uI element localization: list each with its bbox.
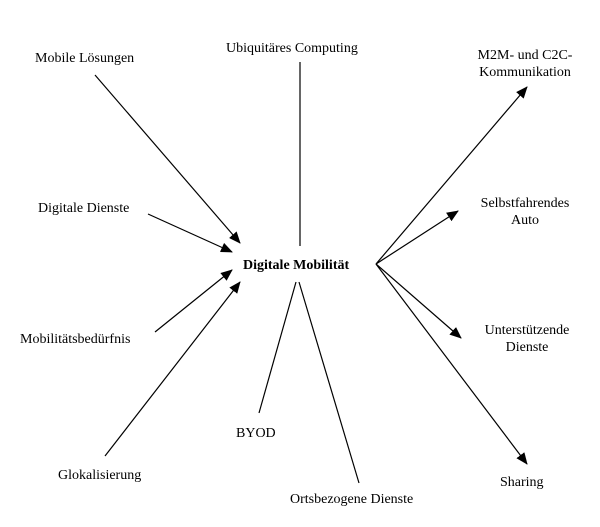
label-auto-line2: Auto bbox=[511, 213, 539, 228]
label-selbstfahrendes-auto: Selbstfahrendes Auto bbox=[470, 195, 580, 229]
label-mobile-loesungen: Mobile Lösungen bbox=[35, 51, 135, 66]
arrow-dienste-to-center bbox=[147, 213, 233, 253]
label-unterstuetzende-dienste: Unterstützende Dienste bbox=[472, 322, 582, 356]
arrow-glokal-to-center bbox=[104, 281, 241, 457]
label-m2m-line1: M2M- und C2C- bbox=[477, 48, 573, 63]
label-ubiquitaeres-computing: Ubiquitäres Computing bbox=[226, 41, 358, 56]
label-mobilitaetsbeduerfnis: Mobilitätsbedürfnis bbox=[20, 332, 131, 347]
label-digitale-dienste: Digitale Dienste bbox=[38, 201, 130, 216]
label-m2m-c2c: M2M- und C2C- Kommunikation bbox=[467, 47, 583, 81]
label-ortsbezogene-dienste: Ortsbezogene Dienste bbox=[290, 492, 414, 507]
line-byod-left bbox=[258, 281, 297, 414]
arrow-bedarf-to-center bbox=[154, 269, 233, 333]
center-label: Digitale Mobilität bbox=[243, 258, 350, 273]
arrow-center-to-m2m bbox=[375, 86, 528, 265]
arrow-center-to-unter bbox=[375, 263, 462, 339]
label-m2m-line2: Kommunikation bbox=[479, 65, 571, 80]
label-byod: BYOD bbox=[236, 426, 276, 441]
arrow-mobile-to-center bbox=[94, 74, 241, 244]
line-orts bbox=[298, 281, 360, 484]
arrow-center-to-auto bbox=[375, 210, 459, 265]
label-glokalisierung: Glokalisierung bbox=[58, 468, 142, 483]
label-unter-line2: Dienste bbox=[505, 340, 549, 355]
label-unter-line1: Unterstützende bbox=[484, 323, 570, 338]
arrow-center-to-sharing bbox=[375, 263, 528, 465]
label-auto-line1: Selbstfahrendes bbox=[480, 196, 570, 211]
label-sharing: Sharing bbox=[500, 475, 544, 490]
